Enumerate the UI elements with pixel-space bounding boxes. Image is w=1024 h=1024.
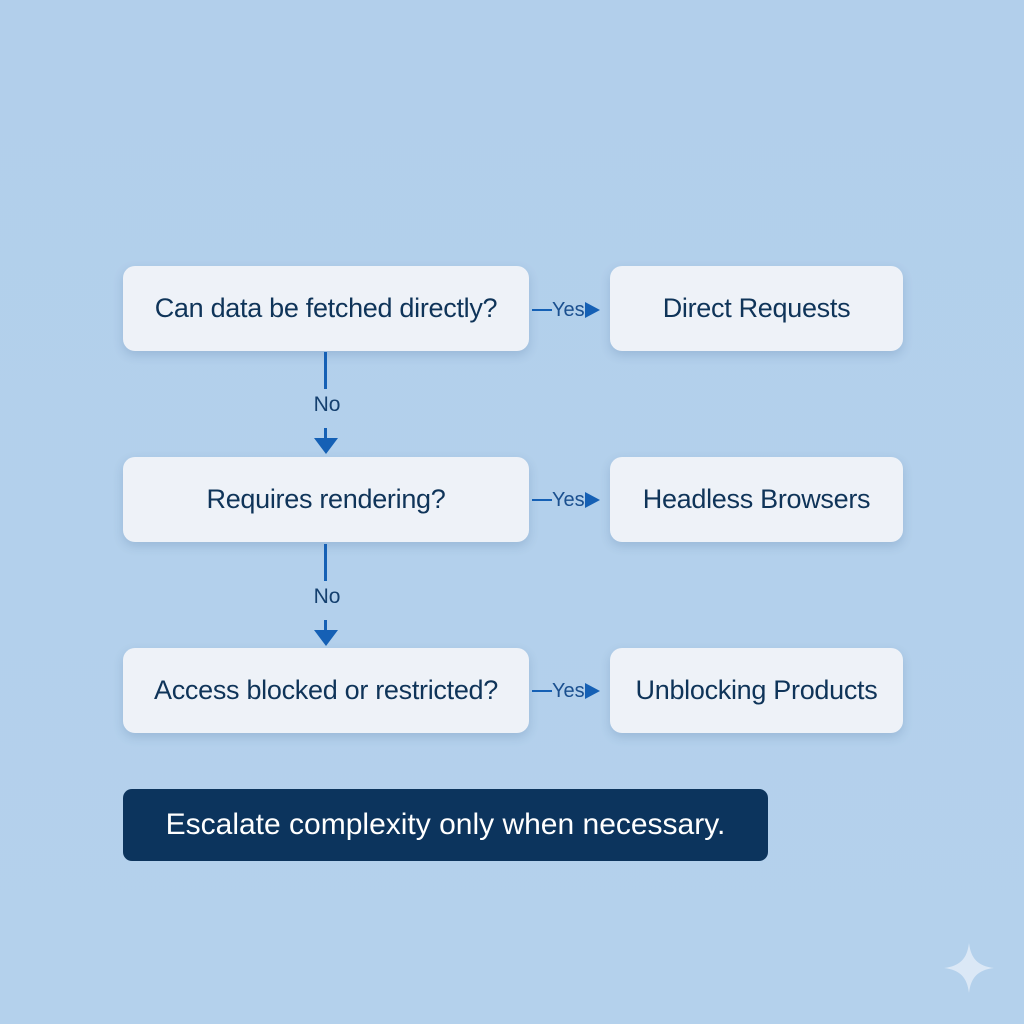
connector-line [532, 690, 552, 692]
banner-text: Escalate complexity only when necessary. [165, 808, 726, 841]
arrow-right-icon [584, 683, 600, 699]
yes-connector: Yes [530, 485, 610, 515]
yes-label: Yes [552, 488, 585, 511]
outcome-node-headless-browsers: Headless Browsers [610, 457, 903, 542]
arrow-right-icon [584, 302, 600, 318]
sparkle-icon [944, 943, 994, 993]
arrow-down-icon [314, 630, 338, 646]
no-connector: No [305, 544, 345, 652]
no-label: No [313, 393, 341, 416]
arrow-down-icon [314, 438, 338, 454]
connector-line [324, 428, 327, 438]
connector-line [324, 544, 327, 581]
arrow-right-icon [584, 492, 600, 508]
decision-node-fetch-directly: Can data be fetched directly? [123, 266, 529, 351]
yes-connector: Yes [530, 676, 610, 706]
summary-banner: Escalate complexity only when necessary. [123, 789, 768, 861]
no-connector: No [305, 352, 345, 460]
connector-line [324, 620, 327, 630]
decision-text: Requires rendering? [206, 484, 446, 514]
outcome-node-unblocking-products: Unblocking Products [610, 648, 903, 733]
outcome-node-direct-requests: Direct Requests [610, 266, 903, 351]
connector-line [532, 499, 552, 501]
outcome-text: Direct Requests [662, 293, 851, 323]
decision-text: Access blocked or restricted? [154, 675, 498, 705]
connector-line [532, 309, 552, 311]
decision-text: Can data be fetched directly? [154, 293, 498, 323]
decision-node-access-blocked: Access blocked or restricted? [123, 648, 529, 733]
yes-connector: Yes [530, 295, 610, 325]
yes-label: Yes [552, 298, 585, 321]
decision-node-requires-rendering: Requires rendering? [123, 457, 529, 542]
yes-label: Yes [552, 679, 585, 702]
outcome-text: Unblocking Products [635, 675, 878, 705]
connector-line [324, 352, 327, 389]
outcome-text: Headless Browsers [642, 484, 871, 514]
no-label: No [313, 585, 341, 608]
